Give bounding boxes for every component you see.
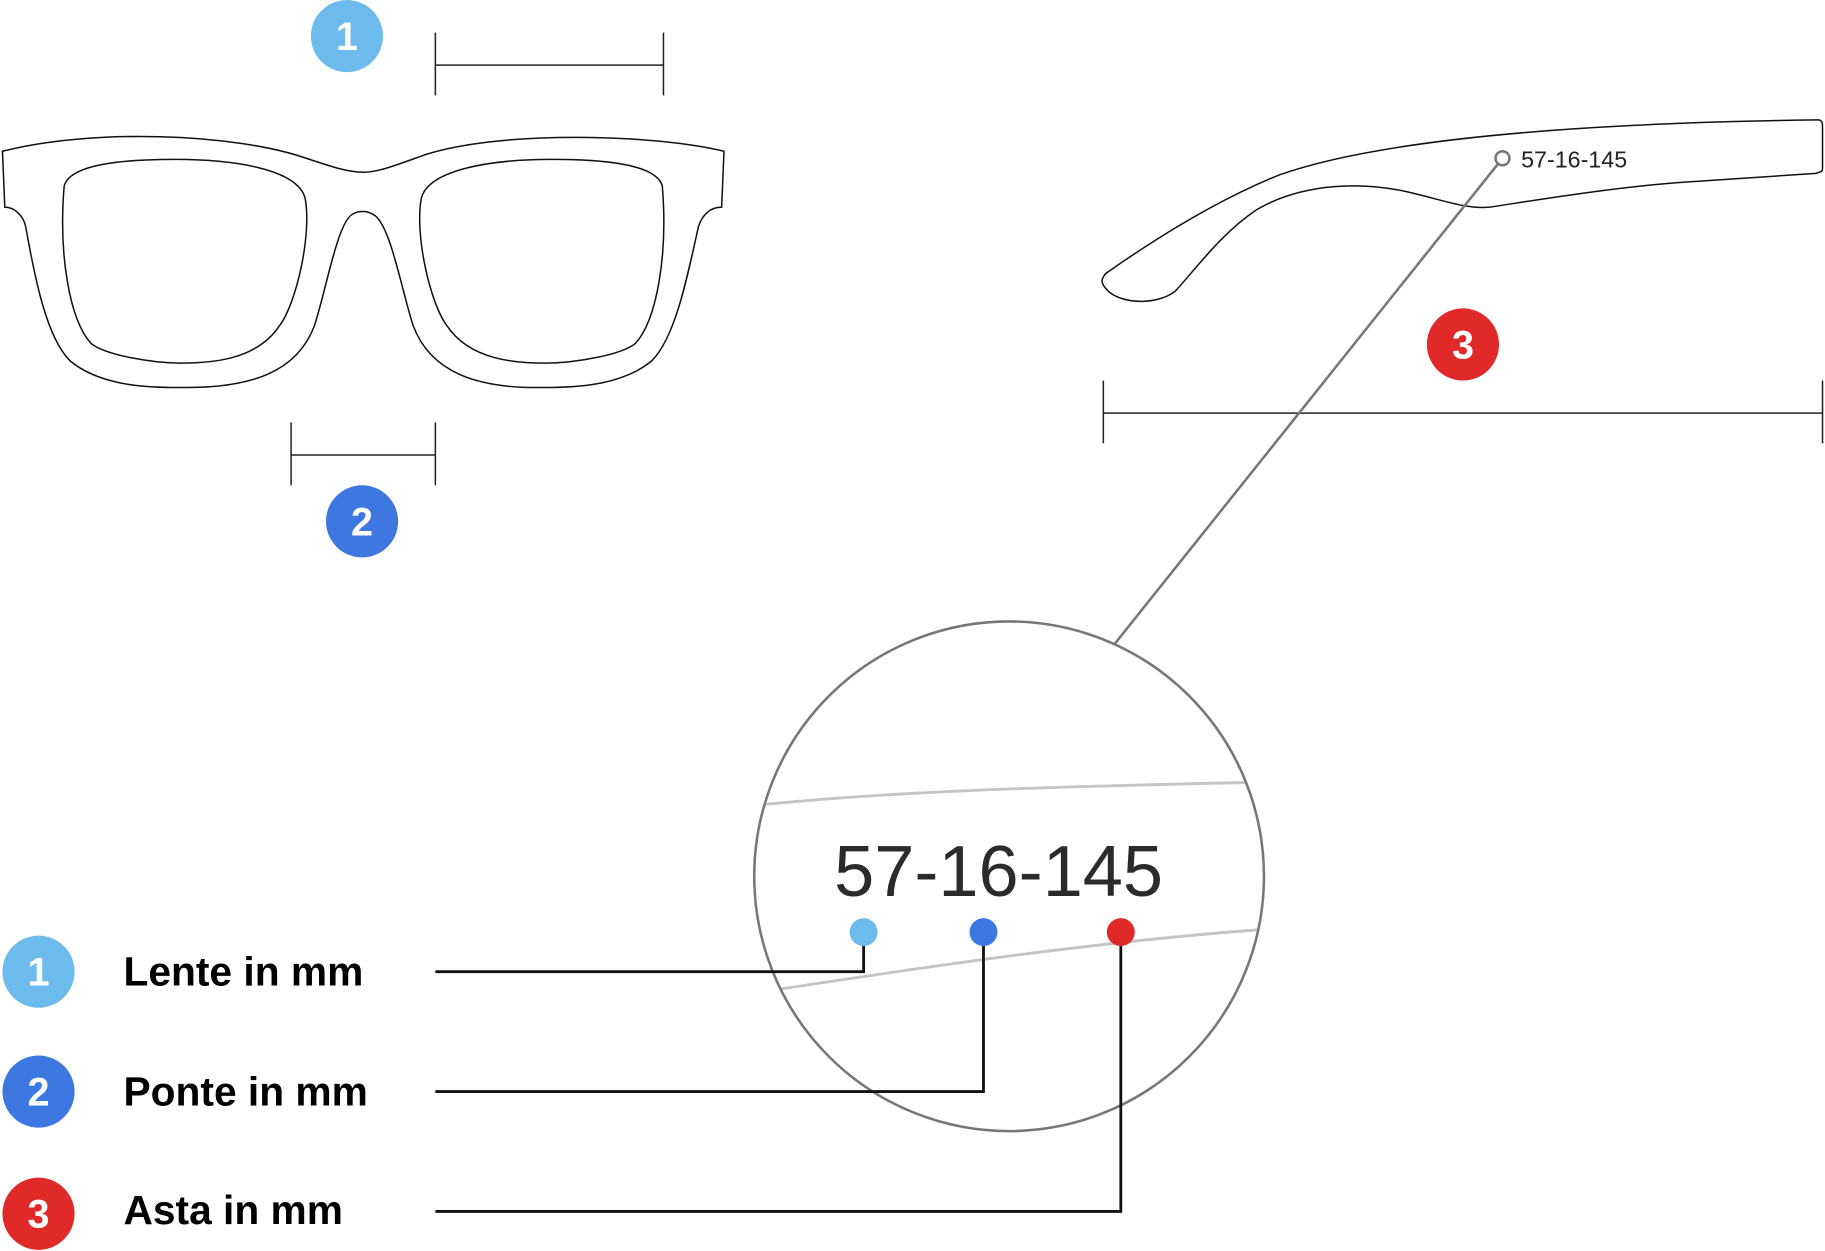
svg-text:2: 2 <box>28 1071 50 1115</box>
svg-text:3: 3 <box>1452 323 1474 367</box>
magnified-size-code: 57-16-145 <box>834 832 1163 912</box>
svg-text:3: 3 <box>28 1193 50 1237</box>
bridge-badge: 2 <box>325 485 399 558</box>
lens-dimension-marker <box>434 32 665 96</box>
temple-side-view: 57-16-145 <box>1101 119 1824 303</box>
temple-size-code: 57-16-145 <box>1521 147 1627 173</box>
temple-dot <box>1106 918 1135 947</box>
temple-leader-line <box>435 942 1123 1213</box>
glasses-front-view <box>1 135 725 389</box>
bridge-dimension-marker <box>290 422 437 486</box>
magnifier: 57-16-145 <box>752 620 1266 1133</box>
left-lens <box>61 158 308 364</box>
lens-dot <box>849 918 878 947</box>
svg-text:1: 1 <box>336 15 358 59</box>
lens-leader-line <box>435 942 866 974</box>
right-lens <box>418 158 665 364</box>
legend-item-lens: 1 Lente in mm <box>2 935 363 1008</box>
temple-outline <box>1101 119 1824 303</box>
svg-text:Lente in mm: Lente in mm <box>123 949 363 995</box>
svg-text:1: 1 <box>28 951 50 995</box>
temple-badge: 3 <box>1426 308 1500 381</box>
svg-text:Asta in mm: Asta in mm <box>123 1187 342 1233</box>
legend-item-temple: 3 Asta in mm <box>2 1177 343 1250</box>
callout-point-icon <box>1494 150 1511 167</box>
frame-outline <box>1 135 725 389</box>
bridge-dot <box>969 918 998 947</box>
temple-dimension-marker <box>1102 380 1824 444</box>
svg-text:2: 2 <box>351 500 373 544</box>
legend-item-bridge: 2 Ponte in mm <box>2 1055 368 1128</box>
callout-line <box>1113 163 1499 645</box>
bridge-leader-line <box>435 942 985 1093</box>
lens-badge: 1 <box>310 0 384 73</box>
svg-text:Ponte in mm: Ponte in mm <box>123 1069 367 1115</box>
